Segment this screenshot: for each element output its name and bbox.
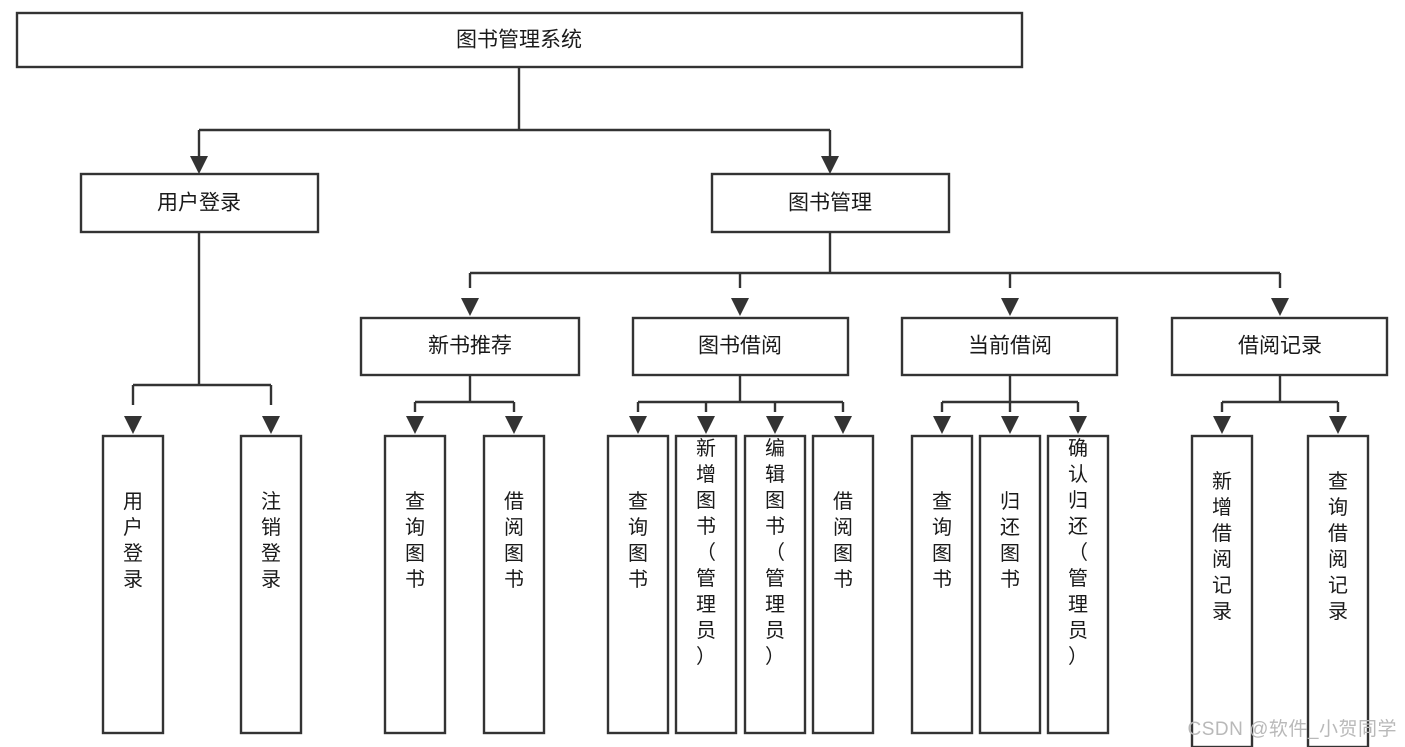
node-leaf-query-borrow-record[interactable]: 查询借阅记录 xyxy=(1306,434,1370,747)
node-new-book-recommend-label: 新书推荐 xyxy=(428,335,512,358)
node-borrow-record[interactable]: 借阅记录 xyxy=(1170,316,1389,377)
connector-root-to-level1 xyxy=(190,67,839,174)
node-leaf-logout-label: 注销登录 xyxy=(261,490,281,591)
node-leaf-confirm-return[interactable]: 确认归还（管理员） xyxy=(1046,434,1110,735)
node-leaf-query-borrow-record-label: 查询借阅记录 xyxy=(1328,470,1348,623)
node-leaf-borrow-book-bb[interactable]: 借阅图书 xyxy=(811,434,875,735)
node-leaf-logout[interactable]: 注销登录 xyxy=(239,434,303,735)
node-leaf-query-book-bb-label: 查询图书 xyxy=(628,490,648,591)
node-leaf-query-book-cb-label: 查询图书 xyxy=(932,490,952,591)
node-leaf-query-book-nb[interactable]: 查询图书 xyxy=(383,434,447,735)
connector-new-book-to-leaves xyxy=(406,375,523,434)
node-current-borrow[interactable]: 当前借阅 xyxy=(900,316,1119,377)
node-leaf-add-book[interactable]: 新增图书（管理员） xyxy=(674,434,738,735)
connector-borrow-record-to-leaves xyxy=(1213,375,1347,434)
node-leaf-borrow-book-nb[interactable]: 借阅图书 xyxy=(482,434,546,735)
connector-book-borrow-to-leaves xyxy=(629,375,852,434)
node-borrow-record-label: 借阅记录 xyxy=(1238,335,1322,358)
node-leaf-user-login-label: 用户登录 xyxy=(123,491,143,591)
node-book-manage[interactable]: 图书管理 xyxy=(710,172,951,234)
connector-book-manage-to-level2 xyxy=(461,232,1289,316)
node-leaf-return-book[interactable]: 归还图书 xyxy=(978,434,1042,735)
node-leaf-query-book-bb[interactable]: 查询图书 xyxy=(606,434,670,735)
node-leaf-add-book-label: 新增图书（管理员） xyxy=(696,437,716,668)
node-book-manage-label: 图书管理 xyxy=(788,192,872,215)
connector-current-borrow-to-leaves xyxy=(933,375,1087,434)
node-leaf-add-borrow-record[interactable]: 新增借阅记录 xyxy=(1190,434,1254,747)
node-leaf-query-book-cb[interactable]: 查询图书 xyxy=(910,434,974,735)
node-leaf-add-borrow-record-label: 新增借阅记录 xyxy=(1212,470,1232,623)
node-leaf-return-book-label: 归还图书 xyxy=(1000,490,1020,591)
node-leaf-borrow-book-nb-label: 借阅图书 xyxy=(504,490,524,591)
connector-user-login-to-leaves xyxy=(124,232,280,434)
node-book-borrow[interactable]: 图书借阅 xyxy=(631,316,850,377)
node-new-book-recommend[interactable]: 新书推荐 xyxy=(359,316,581,377)
node-root-system[interactable]: 图书管理系统 xyxy=(15,11,1024,69)
node-leaf-confirm-return-label: 确认归还（管理员） xyxy=(1068,437,1088,668)
node-book-borrow-label: 图书借阅 xyxy=(698,335,782,358)
node-user-login[interactable]: 用户登录 xyxy=(79,172,320,234)
node-root-system-label: 图书管理系统 xyxy=(456,29,582,52)
node-user-login-label: 用户登录 xyxy=(157,192,241,215)
node-current-borrow-label: 当前借阅 xyxy=(968,335,1052,358)
node-leaf-edit-book-label: 编辑图书（管理员） xyxy=(765,437,785,668)
node-leaf-user-login[interactable]: 用户登录 xyxy=(101,434,165,735)
node-leaf-query-book-nb-label: 查询图书 xyxy=(405,490,425,591)
node-leaf-borrow-book-bb-label: 借阅图书 xyxy=(833,490,853,591)
node-leaf-edit-book[interactable]: 编辑图书（管理员） xyxy=(743,434,807,735)
